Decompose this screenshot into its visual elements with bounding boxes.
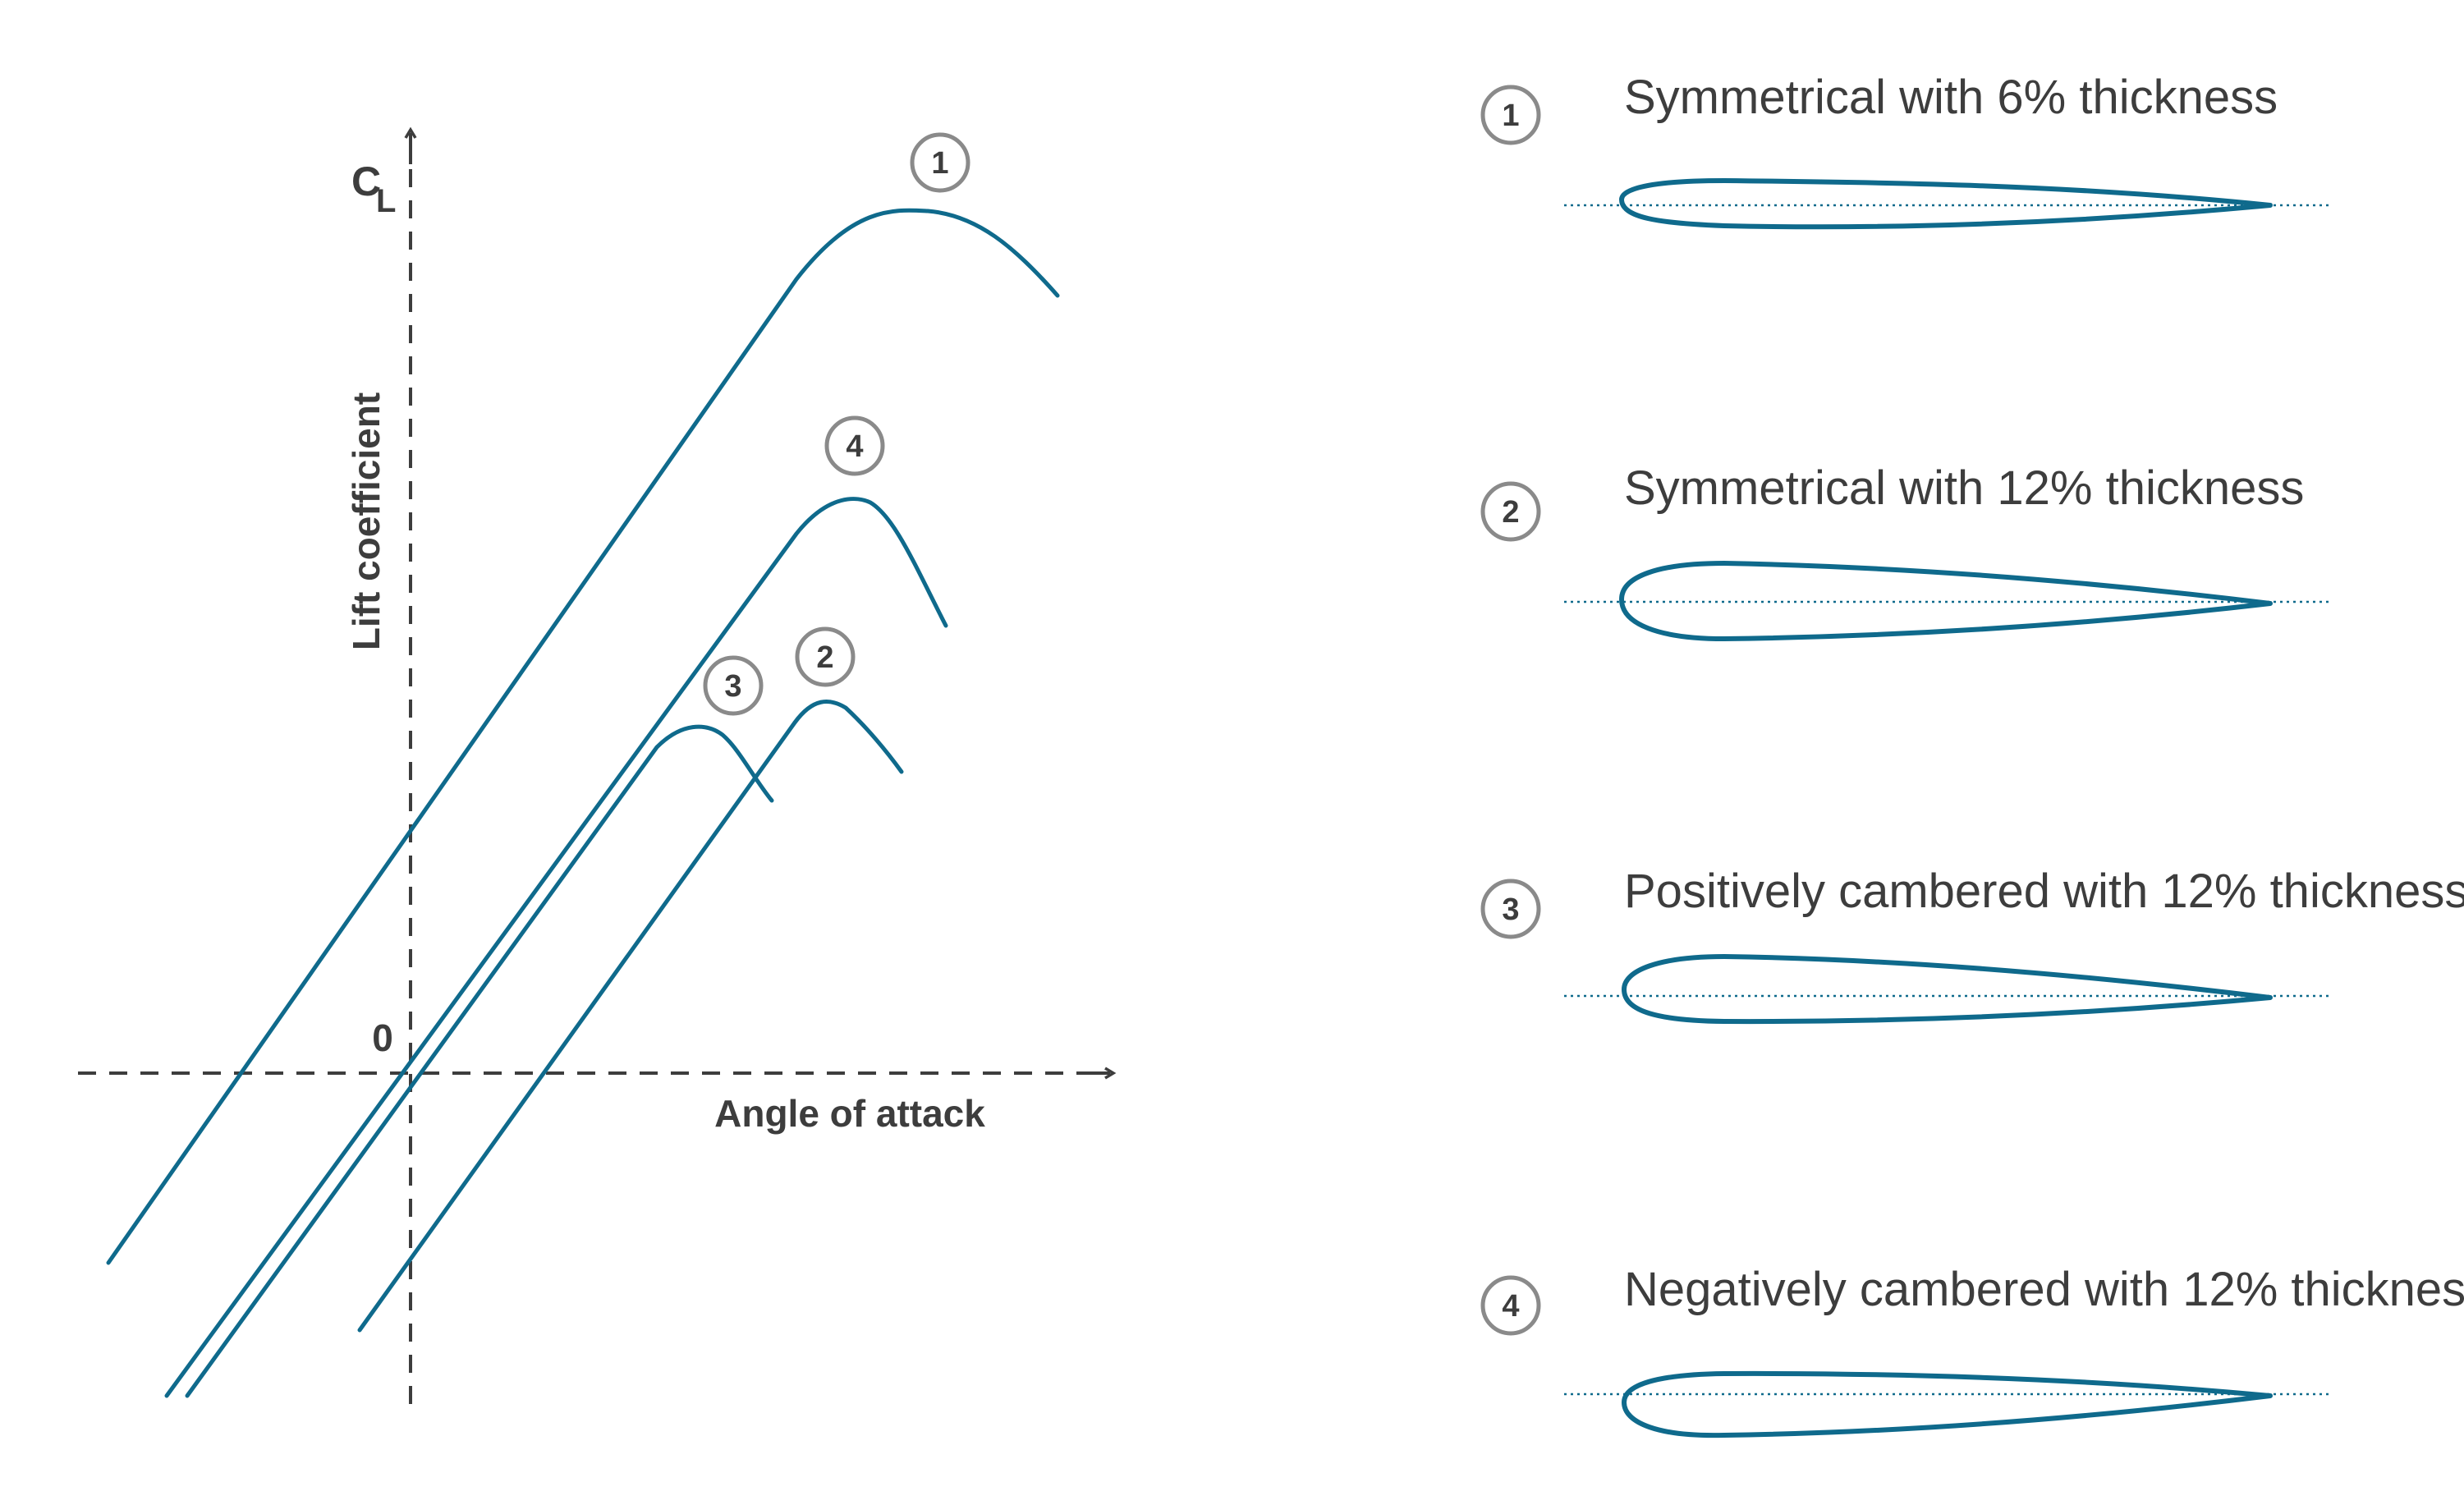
legend-label-1: Symmetrical with 6% thickness bbox=[1624, 71, 2278, 124]
svg-text:2: 2 bbox=[1502, 495, 1519, 530]
legend-badge-3: 3 bbox=[1480, 879, 1541, 939]
svg-text:1: 1 bbox=[931, 146, 948, 181]
legend-item-2: 2 Symmetrical with 12% thickness bbox=[1480, 461, 2332, 641]
svg-text:2: 2 bbox=[816, 640, 833, 675]
svg-text:4: 4 bbox=[1502, 1289, 1519, 1324]
legend-item-4: 4 Negatively cambered with 12% thickness bbox=[1480, 1263, 2464, 1438]
svg-text:4: 4 bbox=[846, 429, 863, 464]
legend-badge-1: 1 bbox=[1480, 85, 1541, 145]
origin-label: 0 bbox=[372, 1016, 393, 1059]
airfoil-1-icon bbox=[1619, 178, 2273, 230]
curve-4 bbox=[164, 497, 948, 1398]
curve-2 bbox=[357, 700, 904, 1333]
legend-badge-2: 2 bbox=[1480, 481, 1541, 542]
curve-1-badge: 1 bbox=[910, 132, 970, 193]
y-axis-symbol-subscript: L bbox=[376, 183, 396, 219]
airfoil-2-icon bbox=[1619, 561, 2273, 641]
curve-1 bbox=[106, 208, 1060, 1265]
svg-text:3: 3 bbox=[724, 669, 741, 704]
svg-text:1: 1 bbox=[1502, 99, 1519, 133]
legend-label-3: Positively cambered with 12% thickness bbox=[1624, 865, 2464, 918]
curve-2-badge: 2 bbox=[795, 626, 856, 687]
legend-label-2: Symmetrical with 12% thickness bbox=[1624, 461, 2304, 515]
x-axis-label: Angle of attack bbox=[714, 1092, 985, 1135]
airfoil-3-icon bbox=[1622, 954, 2273, 1025]
curve-4-badge: 4 bbox=[824, 415, 885, 476]
legend-badge-4: 4 bbox=[1480, 1275, 1541, 1336]
airfoil-4-icon bbox=[1622, 1370, 2273, 1438]
legend-label-4: Negatively cambered with 12% thickness bbox=[1624, 1263, 2464, 1316]
y-axis-label: Lift coefficient bbox=[345, 392, 388, 650]
curve-3-badge: 3 bbox=[703, 655, 764, 716]
y-axis-symbol: C bbox=[351, 158, 381, 204]
curve-3 bbox=[185, 724, 774, 1398]
legend-item-1: 1 Symmetrical with 6% thickness bbox=[1480, 71, 2332, 230]
legend-item-3: 3 Positively cambered with 12% thickness bbox=[1480, 865, 2464, 1025]
svg-text:3: 3 bbox=[1502, 892, 1519, 927]
